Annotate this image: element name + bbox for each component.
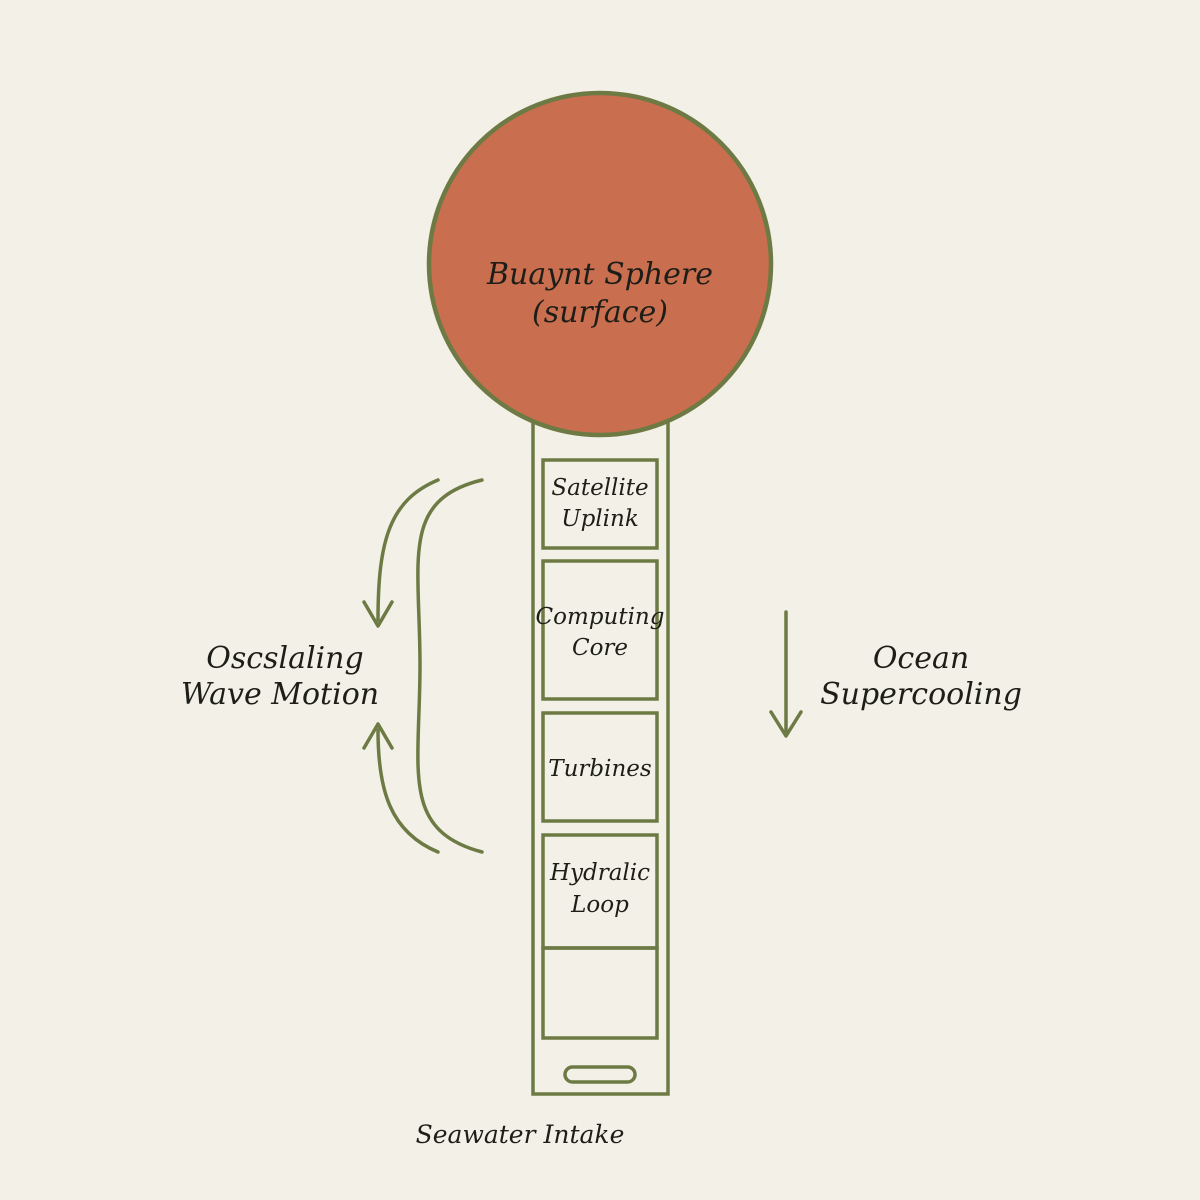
module-label-hydraulic-line1: Hydralic (549, 860, 650, 886)
wave-arrow-down-curve (376, 478, 440, 622)
seawater-intake-label: Seawater Intake (416, 1120, 625, 1149)
module-label-satellite-line2: Uplink (561, 506, 639, 532)
wave-arrow-down-head (362, 600, 394, 628)
module-label-turbines: Turbines (548, 756, 652, 782)
module-label-computing-line2: Core (572, 635, 628, 661)
buoyant-sphere (426, 90, 774, 438)
intake-slot (563, 1065, 637, 1084)
sphere-label-line1: Buaynt Sphere (486, 257, 713, 292)
module-box-turbines (541, 711, 659, 823)
wave-motion-label-line2: Wave Motion (181, 677, 379, 712)
wave-motion-label-line1: Oscslaling (206, 641, 363, 676)
wave-motion-bracket (416, 478, 484, 854)
module-label-satellite-line1: Satellite (551, 475, 648, 501)
supercooling-arrow-head (769, 710, 803, 738)
module-box-empty (541, 946, 659, 1040)
module-box-computing-core (541, 559, 659, 701)
wave-arrow-up-head (362, 722, 394, 750)
supercooling-label-line1: Ocean (873, 641, 969, 676)
column-body (531, 418, 670, 1096)
sphere-label-line2: (surface) (532, 295, 668, 330)
wave-arrow-up-curve (376, 728, 440, 854)
module-label-computing-line1: Computing (536, 604, 665, 630)
module-label-hydraulic-line2: Loop (570, 892, 629, 918)
module-box-satellite-uplink (541, 458, 659, 550)
supercooling-label-line2: Supercooling (820, 677, 1022, 712)
